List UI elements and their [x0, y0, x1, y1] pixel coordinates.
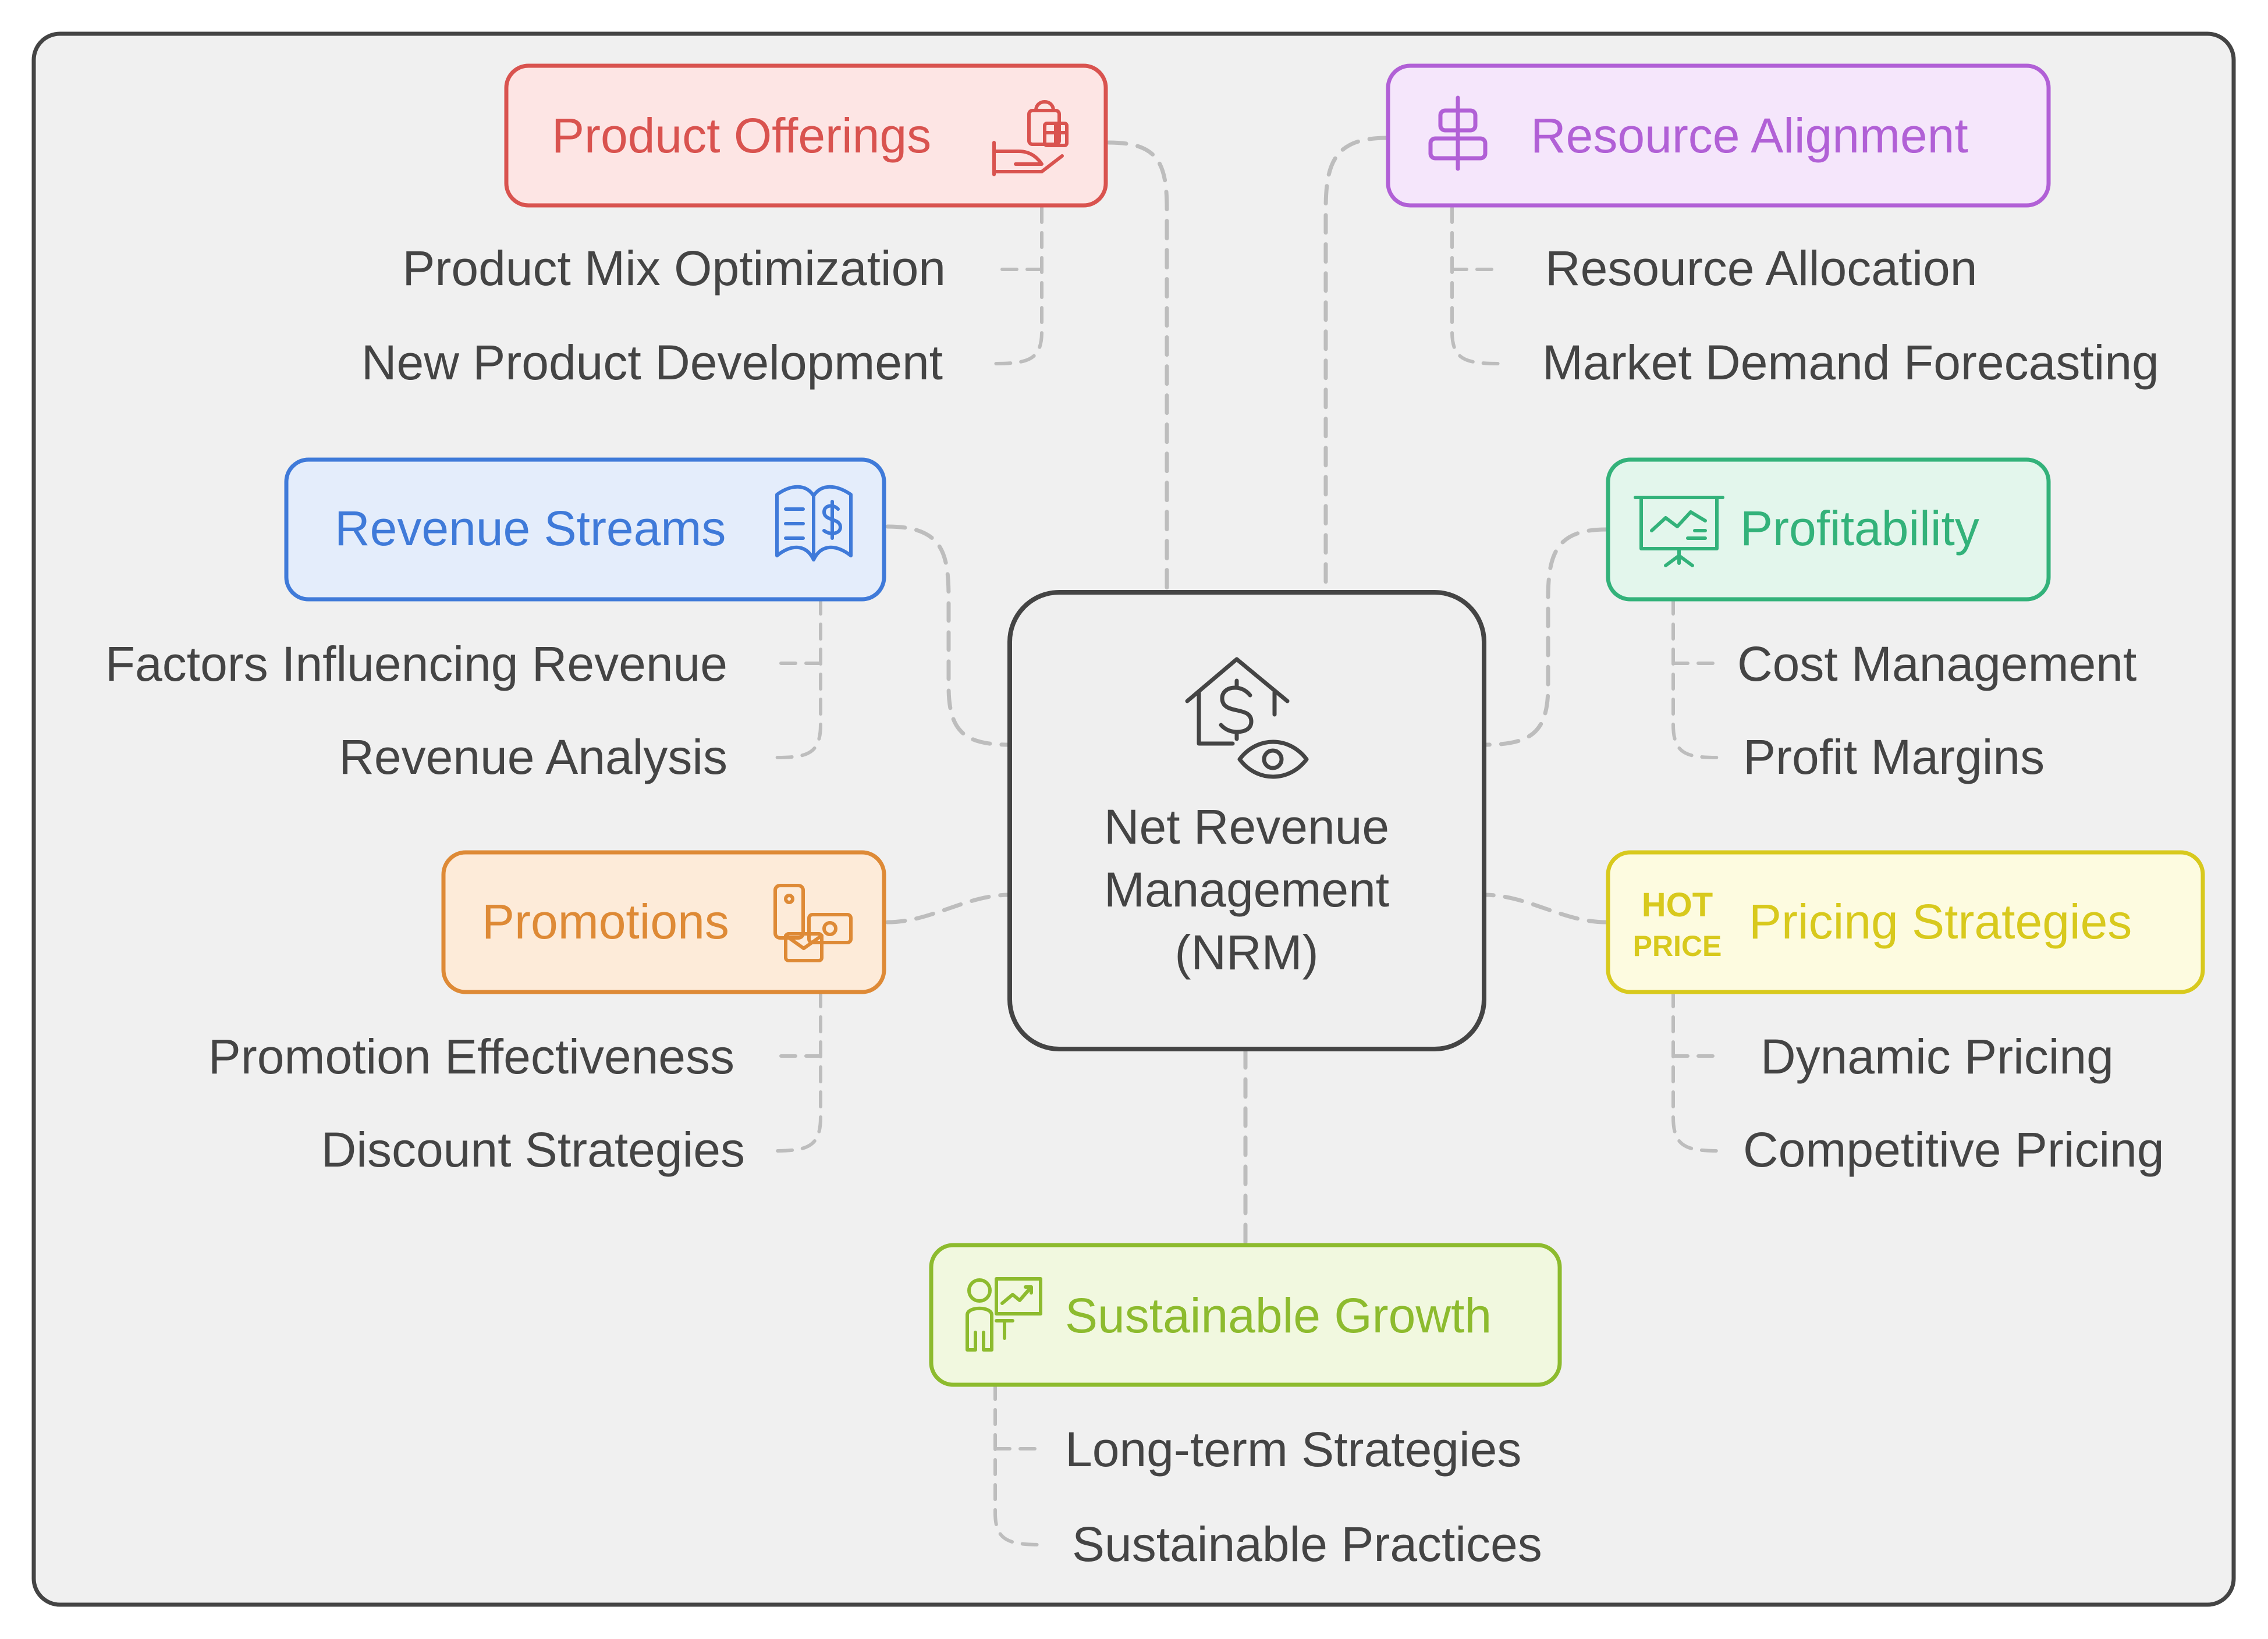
promotion-effectiveness: Promotion Effectiveness	[208, 1029, 734, 1084]
center-title-line1: Net Revenue	[1104, 799, 1389, 854]
house-dollar-eye-icon	[1185, 657, 1309, 779]
cost-management: Cost Management	[1737, 637, 2136, 691]
align-center-icon	[1428, 95, 1488, 171]
sub-connector-promo	[772, 990, 822, 1153]
center-title-line3: (NRM)	[1174, 925, 1318, 980]
discount-strategies: Discount Strategies	[321, 1122, 745, 1177]
resource-alignment-title: Resource Alignment	[1531, 108, 1968, 163]
product-offerings-box[interactable]	[504, 63, 1108, 208]
open-book-dollar-icon	[775, 485, 853, 561]
sub-connector-product	[991, 206, 1044, 365]
profitability-title: Profitability	[1740, 501, 1979, 556]
product-offerings-title: Product Offerings	[552, 108, 931, 163]
resource-alignment-box[interactable]	[1386, 63, 2051, 208]
connector-product-offerings	[1106, 140, 1169, 593]
revenue-analysis: Revenue Analysis	[339, 730, 727, 784]
sub-connector-resource	[1450, 206, 1503, 365]
promotions-box[interactable]	[441, 850, 886, 994]
hand-gift-bag-icon	[992, 100, 1069, 176]
sub-connectors	[772, 206, 1722, 1546]
coupon-money-envelope-icon	[773, 884, 853, 962]
competitive-pricing: Competitive Pricing	[1743, 1122, 2164, 1177]
center-node	[1007, 590, 1486, 1051]
revenue-streams-box[interactable]	[284, 457, 886, 602]
long-term-strategies: Long-term Strategies	[1065, 1422, 1521, 1477]
sustainable-growth-title: Sustainable Growth	[1065, 1288, 1492, 1343]
presenter-growth-chart-icon	[966, 1277, 1042, 1352]
pricing-strategies-title: Pricing Strategies	[1749, 894, 2132, 949]
product-mix-optimization: Product Mix Optimization	[402, 241, 946, 296]
factors-influencing-revenue: Factors Influencing Revenue	[105, 637, 727, 691]
hot-price-icon: HOT PRICE	[1633, 886, 1722, 962]
connector-revenue-streams	[885, 524, 1012, 747]
sub-connector-revenue	[772, 598, 822, 759]
connector-pricing-strategies	[1482, 893, 1609, 925]
sub-connector-growth	[993, 1383, 1046, 1546]
connector-profitability	[1482, 527, 1609, 747]
center-title-line2: Management	[1104, 862, 1389, 917]
sustainable-growth-box[interactable]	[929, 1243, 1562, 1387]
new-product-development: New Product Development	[361, 335, 943, 390]
connector-resource-alignment	[1323, 136, 1389, 593]
connector-promotions	[885, 893, 1012, 925]
presentation-chart-icon	[1634, 496, 1724, 567]
market-demand-forecasting: Market Demand Forecasting	[1542, 335, 2159, 390]
sub-connector-pricing	[1671, 990, 1722, 1153]
promotions-title: Promotions	[482, 894, 729, 949]
connectors	[885, 136, 1609, 1245]
pricing-strategies-box[interactable]	[1606, 850, 2205, 994]
profitability-box[interactable]	[1606, 457, 2051, 602]
sustainable-practices: Sustainable Practices	[1072, 1517, 1542, 1572]
profit-margins: Profit Margins	[1743, 730, 2045, 784]
hot-badge-text: HOT	[1642, 886, 1713, 924]
price-badge-text: PRICE	[1633, 930, 1722, 962]
dynamic-pricing: Dynamic Pricing	[1761, 1029, 2114, 1084]
revenue-streams-title: Revenue Streams	[335, 501, 726, 556]
resource-allocation: Resource Allocation	[1545, 241, 1977, 296]
sub-connector-profit	[1671, 598, 1722, 759]
